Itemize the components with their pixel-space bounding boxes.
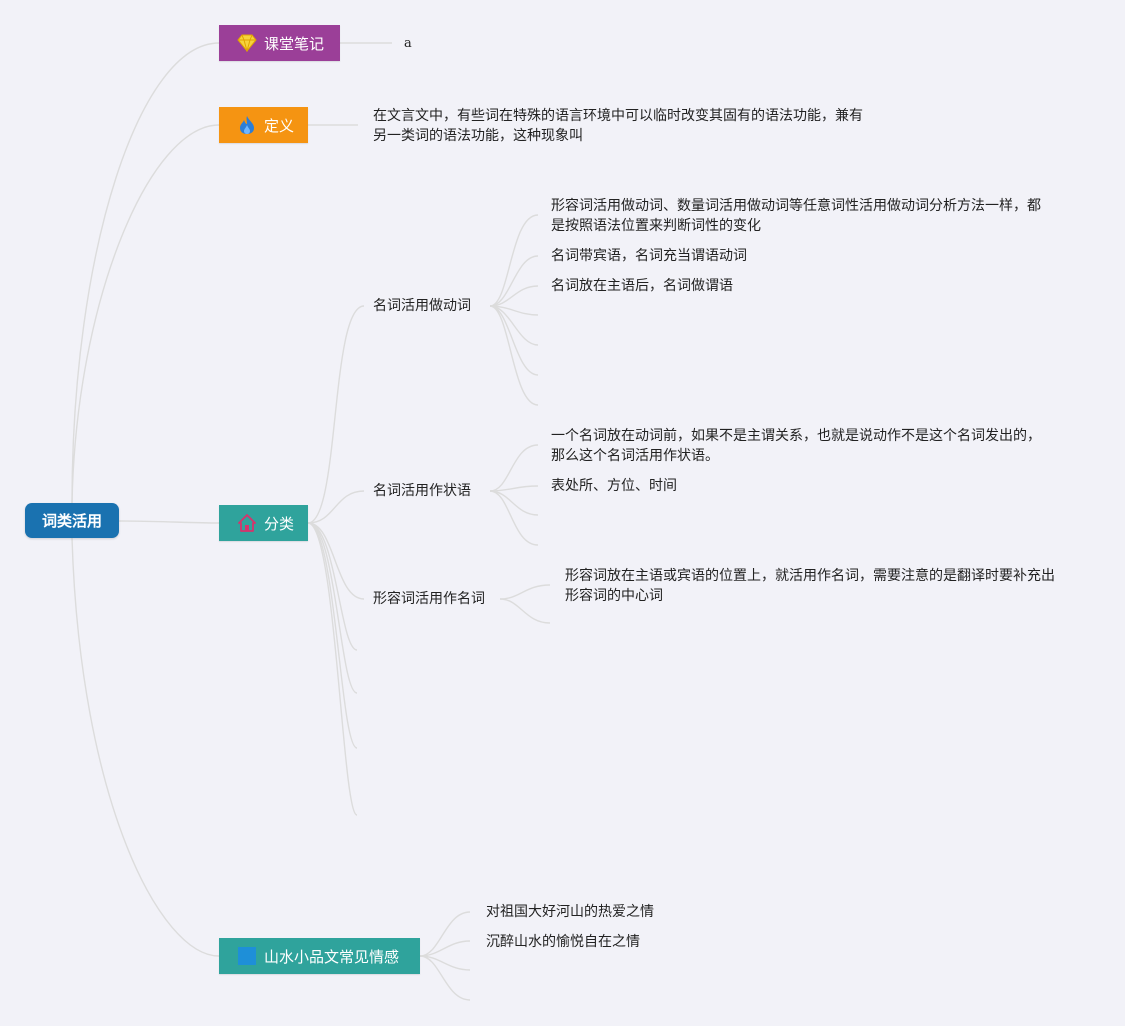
link-b3-e1: [499, 598, 551, 624]
branch-noun-as-verb[interactable]: 名词活用做动词: [373, 298, 471, 314]
definition-text: 在文言文中，有些词在特殊的语言环境中可以临时改变其固有的语法功能，兼有 另一类词…: [373, 106, 863, 146]
link-cls-empty-3: [307, 522, 358, 749]
leaf-line: 形容词活用做动词、数量词活用做动词等任意词性活用做动词分析方法一样，都: [551, 198, 1041, 214]
leaf-item[interactable]: 形容词活用做动词、数量词活用做动词等任意词性活用做动词分析方法一样，都 是按照语…: [551, 196, 1041, 236]
link-root-emotions: [71, 537, 220, 957]
topic-class-notes[interactable]: 课堂笔记: [219, 25, 340, 61]
link-cls-b2: [307, 490, 365, 524]
topic-label: 课堂笔记: [264, 34, 325, 53]
link-emo-c2: [419, 940, 471, 957]
link-cls-b1: [307, 305, 365, 524]
link-b2-e1: [489, 490, 539, 516]
root-node[interactable]: 词类活用: [25, 503, 119, 538]
topic-landscape-emotions[interactable]: 山水小品文常见情感: [219, 938, 420, 974]
link-b2-c2: [489, 485, 539, 492]
link-root-definition: [71, 124, 220, 504]
leaf-line: 形容词放在主语或宾语的位置上，就活用作名词，需要注意的是翻译时要补充出: [565, 568, 1055, 584]
topic-classification[interactable]: 分类: [219, 505, 308, 541]
leaf-line: 那么这个名词活用作状语。: [551, 448, 719, 464]
link-b2-c1: [489, 444, 539, 492]
link-b3-c1: [499, 584, 551, 600]
link-emo-e1: [419, 955, 471, 971]
link-emo-c1: [419, 911, 471, 957]
link-root-classification: [118, 520, 220, 524]
link-emo-e2: [419, 955, 471, 1001]
link-b1-c2: [489, 255, 539, 307]
leaf-line: 是按照语法位置来判断词性的变化: [551, 218, 761, 234]
leaf-item[interactable]: 形容词放在主语或宾语的位置上，就活用作名词，需要注意的是翻译时要补充出 形容词的…: [565, 566, 1055, 606]
topic-label: 分类: [263, 514, 294, 533]
leaf-line: 表处所、方位、时间: [551, 478, 677, 494]
link-b1-e3: [489, 305, 539, 376]
diamond-icon: [236, 33, 258, 53]
topic-label: 定义: [263, 116, 294, 135]
link-b1-e1: [489, 305, 539, 316]
branch-noun-as-adverbial[interactable]: 名词活用作状语: [373, 483, 471, 499]
definition-line: 在文言文中，有些词在特殊的语言环境中可以临时改变其固有的语法功能，兼有: [373, 108, 863, 124]
link-b1-c1: [489, 214, 539, 307]
square-icon: [236, 946, 258, 966]
link-cls-empty-1: [307, 522, 358, 651]
leaf-item[interactable]: 对祖国大好河山的热爱之情: [486, 904, 654, 920]
leaf-item[interactable]: 一个名词放在动词前，如果不是主谓关系，也就是说动作不是这个名词发出的， 那么这个…: [551, 426, 1041, 466]
link-cls-empty-2: [307, 522, 358, 694]
link-cls-b3: [307, 522, 365, 600]
link-b1-e2: [489, 305, 539, 346]
leaf-item[interactable]: 名词带宾语，名词充当谓语动词: [551, 246, 747, 266]
link-root-notes: [71, 42, 220, 504]
topic-definition[interactable]: 定义: [219, 107, 308, 143]
house-icon: [236, 513, 258, 533]
topic-label: 山水小品文常见情感: [264, 947, 400, 966]
branch-adjective-as-noun[interactable]: 形容词活用作名词: [373, 591, 485, 607]
root-label: 词类活用: [41, 512, 102, 530]
definition-line: 另一类词的语法功能，这种现象叫: [373, 128, 583, 144]
leaf-line: 名词带宾语，名词充当谓语动词: [551, 248, 747, 264]
leaf-item[interactable]: 表处所、方位、时间: [551, 476, 677, 496]
link-b1-e4: [489, 305, 539, 406]
link-b1-c3: [489, 285, 539, 307]
leaf-item[interactable]: 沉醉山水的愉悦自在之情: [486, 934, 640, 950]
notes-content: a: [404, 36, 412, 51]
leaf-line: 一个名词放在动词前，如果不是主谓关系，也就是说动作不是这个名词发出的，: [551, 428, 1041, 444]
leaf-line: 名词放在主语后，名词做谓语: [551, 278, 733, 294]
link-b2-e2: [489, 490, 539, 546]
flame-icon: [236, 115, 258, 135]
link-cls-empty-4: [307, 522, 358, 816]
leaf-item[interactable]: 名词放在主语后，名词做谓语: [551, 276, 733, 296]
leaf-line: 形容词的中心词: [565, 588, 663, 604]
